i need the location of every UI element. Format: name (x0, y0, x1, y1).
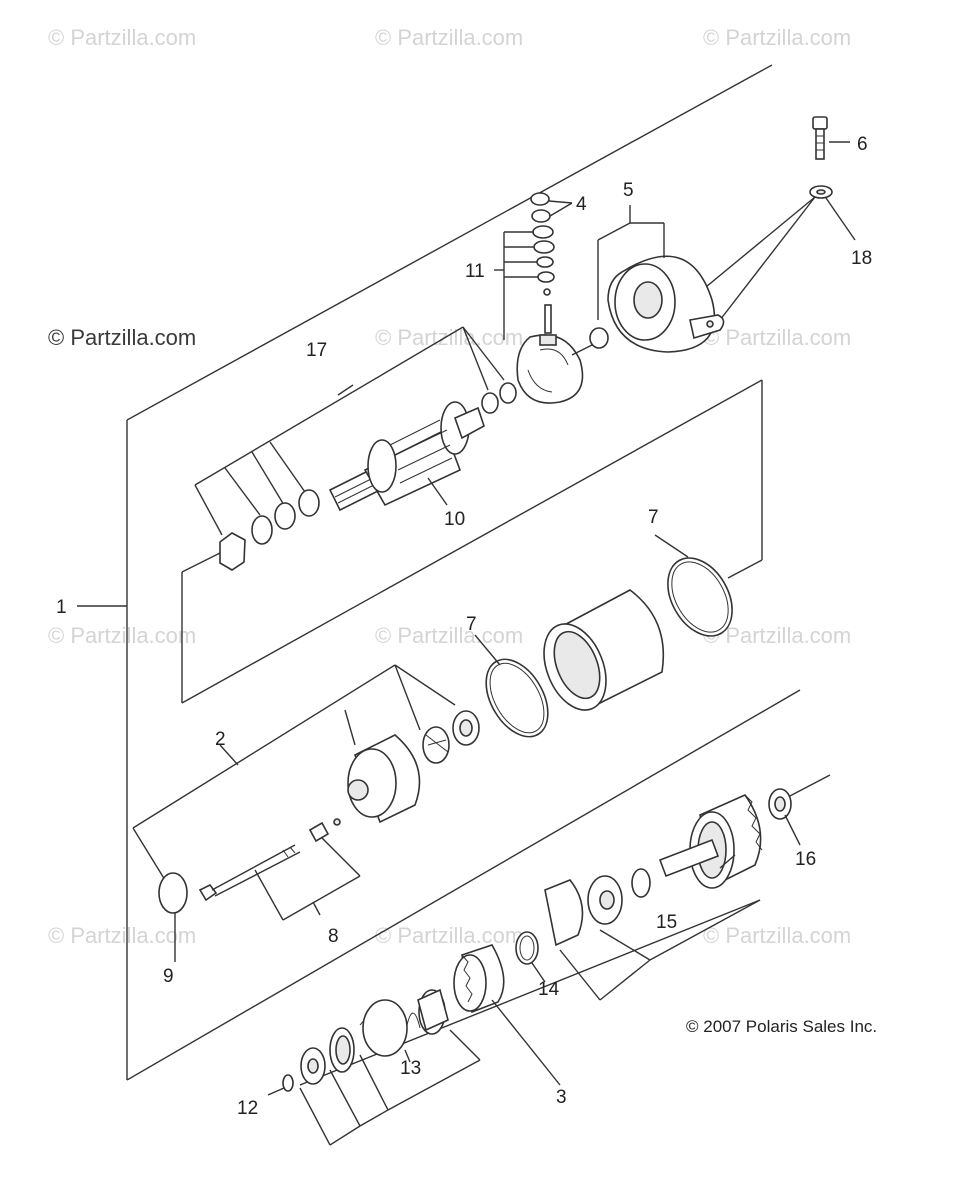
callout-1: 1 (56, 597, 67, 618)
armature-part-10 (328, 401, 485, 512)
callout-6: 6 (857, 134, 868, 155)
end-cover-part-5 (589, 205, 725, 353)
yoke-and-o-rings (474, 534, 733, 738)
callout-5: 5 (623, 180, 634, 201)
callout-17: 17 (306, 340, 327, 361)
callout-2: 2 (215, 729, 226, 750)
watermarks: © Partzilla.com © Partzilla.com © Partzi… (48, 25, 851, 948)
copyright-text: © 2007 Polaris Sales Inc. (686, 1017, 877, 1036)
watermark-text: © Partzilla.com (375, 923, 523, 948)
terminal-stack-parts-4-11 (494, 192, 573, 340)
callout-12: 12 (237, 1098, 258, 1119)
callout-3: 3 (556, 1087, 567, 1108)
callout-14: 14 (538, 979, 560, 1000)
watermark-text-main: © Partzilla.com (48, 325, 196, 350)
callout-18: 18 (851, 248, 872, 269)
callout-7-upper: 7 (648, 507, 659, 528)
clutch-gear-part-16 (658, 788, 801, 889)
watermark-text: © Partzilla.com (703, 25, 851, 50)
armature-group-box (181, 379, 763, 704)
watermark-text: © Partzilla.com (703, 923, 851, 948)
assembly-frame (77, 64, 801, 1081)
watermark-text: © Partzilla.com (48, 923, 196, 948)
pinion-part-3 (453, 931, 561, 1086)
callout-11: 11 (465, 261, 485, 282)
callout-16: 16 (795, 849, 816, 870)
watermark-text: © Partzilla.com (375, 25, 523, 50)
watermark-text: © Partzilla.com (48, 623, 196, 648)
callout-9: 9 (163, 966, 174, 987)
disc-part-9 (158, 872, 188, 962)
callout-13: 13 (400, 1058, 421, 1079)
ring-stack-left (219, 489, 320, 571)
watermark-text: © Partzilla.com (375, 325, 523, 350)
through-bolt-part-8 (198, 821, 361, 921)
callout-15: 15 (656, 912, 677, 933)
washer-group-part-17 (194, 326, 517, 536)
callout-7-lower: 7 (466, 614, 477, 635)
washer-group-part-15 (544, 868, 761, 1001)
brush-plate (516, 334, 593, 404)
spring-part-13 (267, 988, 481, 1146)
watermark-text: © Partzilla.com (703, 325, 851, 350)
bolt-part-6 (812, 116, 850, 160)
callout-4: 4 (576, 194, 587, 215)
housing-part-2 (132, 664, 480, 881)
watermark-text: © Partzilla.com (48, 25, 196, 50)
callout-10: 10 (444, 509, 465, 530)
watermark-text: © Partzilla.com (375, 623, 523, 648)
callout-8: 8 (328, 926, 339, 947)
callout-numbers: 1 2 3 4 5 6 7 7 8 9 10 11 12 13 14 15 16… (56, 134, 872, 1119)
